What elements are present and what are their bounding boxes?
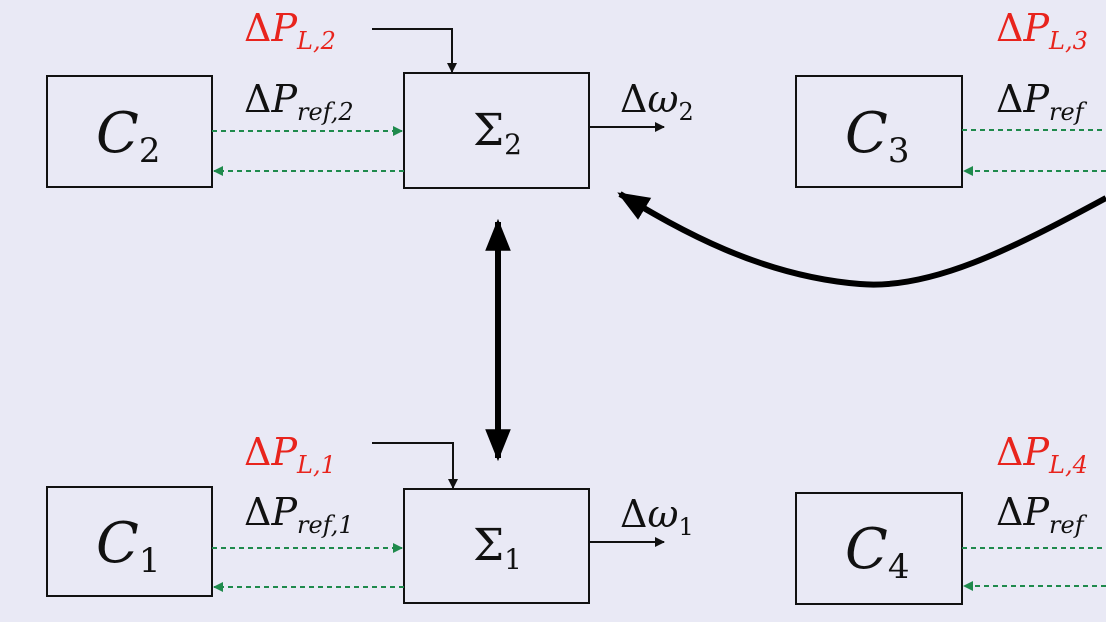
controller-c4-label: C4 xyxy=(845,517,910,587)
area-sigma1-box xyxy=(403,488,590,604)
controller-c3-box xyxy=(795,75,963,188)
area-sigma2-box xyxy=(403,72,590,189)
controller-c2-label: C2 xyxy=(96,101,161,171)
frequency-label-2: Δω2 xyxy=(620,77,694,126)
frequency-label-1: Δω1 xyxy=(620,492,694,541)
load-disturbance-label-2: ΔPL,2 xyxy=(244,6,336,55)
reference-label-3: ΔPref xyxy=(996,77,1088,126)
load-disturbance-label-3: ΔPL,3 xyxy=(996,6,1088,55)
load-disturbance-label-1: ΔPL,1 xyxy=(244,430,336,479)
load-disturbance-label-4: ΔPL,4 xyxy=(996,430,1088,479)
area-sigma2-label: Σ2 xyxy=(473,105,522,161)
controller-c1-box xyxy=(46,486,213,597)
area-sigma1-label: Σ1 xyxy=(473,520,522,576)
controller-c3-label: C3 xyxy=(845,101,910,171)
controller-c1-label: C1 xyxy=(96,511,161,581)
reference-label-2: ΔPref,2 xyxy=(244,77,354,126)
reference-label-4: ΔPref xyxy=(996,490,1088,539)
load-disturbance-arrow-2 xyxy=(372,28,457,73)
reference-label-1: ΔPref,1 xyxy=(244,490,354,539)
load-disturbance-arrow-1 xyxy=(372,442,458,489)
tie-line-sigma2-sigma3 xyxy=(617,191,1106,288)
